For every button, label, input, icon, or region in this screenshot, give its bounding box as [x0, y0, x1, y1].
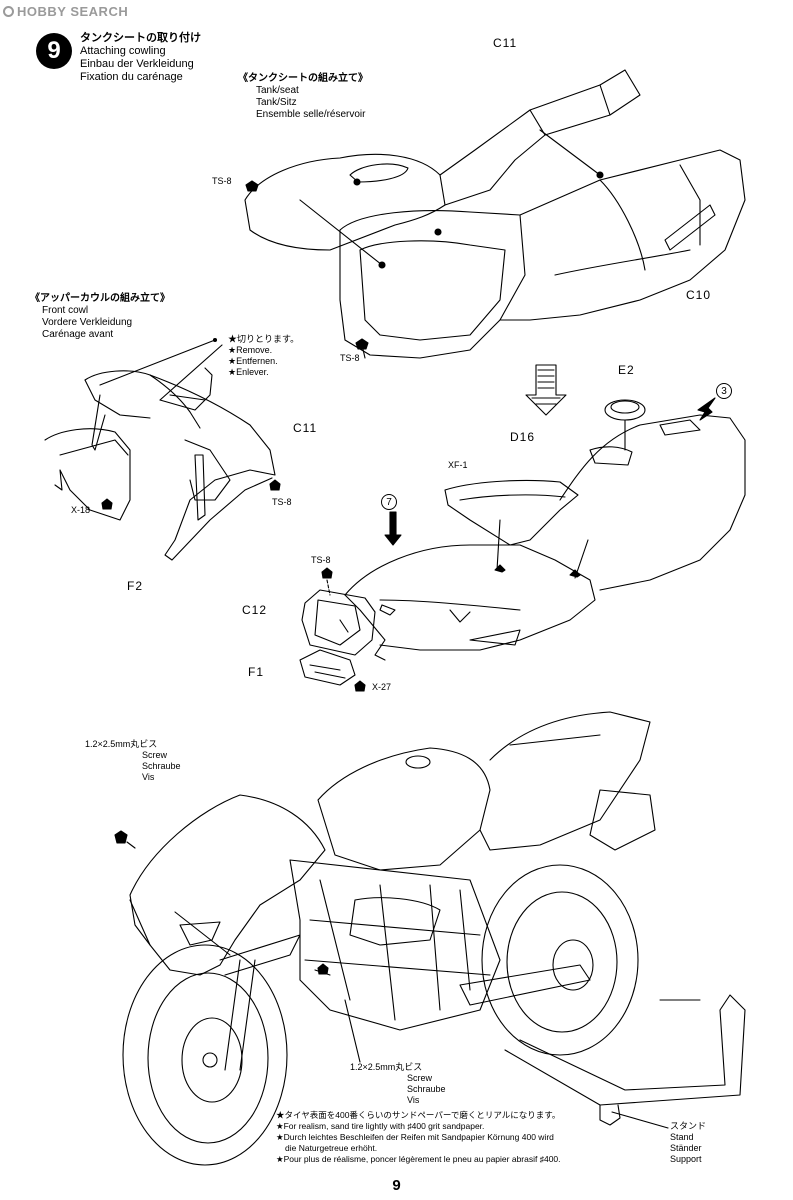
part-label-xf1: XF-1	[448, 460, 468, 470]
watermark-logo-icon	[3, 6, 14, 17]
screw-mid-size: 1.2×2.5mm丸ビス	[350, 1062, 423, 1072]
tire-note-fr: ★Pour plus de réalisme, poncer légèremen…	[276, 1154, 561, 1164]
down-arrow-icon	[525, 364, 567, 416]
part-label-f2: F2	[127, 579, 144, 593]
front-cowl-heading-jp: 《アッパーカウルの組み立て》	[30, 293, 170, 304]
screw-label-mid: 1.2×2.5mm丸ビス Screw Schraube Vis	[350, 1062, 446, 1106]
stand-jp: スタンド	[670, 1121, 707, 1131]
tire-note-de1: ★Durch leichtes Beschleifen der Reifen m…	[276, 1132, 554, 1142]
step-number-badge: 9	[36, 33, 72, 69]
tank-d16-assembly	[344, 414, 746, 661]
front-cowl-heading: 《アッパーカウルの組み立て》 Front cowl Vordere Verkle…	[30, 293, 170, 341]
screw-top-de: Schraube	[142, 761, 181, 771]
remove-note: ★切りとります。 ★Remove. ★Entfernen. ★Enlever.	[228, 334, 299, 378]
tire-note-de2: die Naturgetreue erhöht.	[285, 1143, 378, 1153]
tank-seat-fr: Ensemble selle/réservoir	[256, 109, 366, 120]
front-cowl-f2	[44, 337, 276, 561]
watermark: HOBBY SEARCH	[3, 4, 128, 19]
part-label-ts8-c: TS-8	[272, 497, 292, 507]
tank-cap-e2	[604, 399, 646, 451]
remove-note-de: ★Entfernen.	[228, 356, 278, 366]
stand-de: Ständer	[670, 1143, 702, 1153]
part-label-x27: X-27	[372, 682, 392, 692]
remove-note-en: ★Remove.	[228, 345, 273, 355]
part-label-e2: E2	[618, 363, 635, 377]
watermark-text: HOBBY SEARCH	[17, 4, 129, 19]
step-title-fr: Fixation du carénage	[80, 71, 183, 83]
part-label-d16: D16	[510, 430, 536, 444]
part-label-c11-top: C11	[493, 36, 518, 50]
step-ref-7: 7	[381, 494, 397, 510]
screw-top-size: 1.2×2.5mm丸ビス	[85, 739, 158, 749]
step-title-de: Einbau der Verkleidung	[80, 58, 194, 70]
stand-en: Stand	[670, 1132, 694, 1142]
part-label-c11-cowl: C11	[293, 421, 318, 435]
part-label-ts8-a: TS-8	[212, 176, 232, 186]
screw-mid-en: Screw	[407, 1073, 433, 1083]
step-title-en: Attaching cowling	[80, 45, 166, 57]
stand-fr: Support	[670, 1154, 702, 1164]
part-label-ts8-b: TS-8	[340, 353, 360, 363]
remove-note-jp: ★切りとります。	[228, 334, 300, 344]
screw-label-top: 1.2×2.5mm丸ビス Screw Schraube Vis	[85, 739, 181, 783]
tire-note-en: ★For realism, sand tire lightly with ♯40…	[276, 1121, 485, 1131]
screw-top-en: Screw	[142, 750, 168, 760]
bracket-f1	[299, 649, 366, 692]
tank-seat-heading-jp: 《タンクシートの組み立て》	[238, 73, 368, 84]
part-label-ts8-d: TS-8	[311, 555, 331, 565]
step-title: タンクシートの取り付け Attaching cowling Einbau der…	[80, 32, 201, 84]
tank-seat-heading: 《タンクシートの組み立て》 Tank/seat Tank/Sitz Ensemb…	[238, 73, 368, 121]
instrument-c12	[301, 567, 376, 656]
screw-mid-de: Schraube	[407, 1084, 446, 1094]
step-title-jp: タンクシートの取り付け	[80, 32, 201, 44]
tank-seat-shell-c11	[244, 69, 746, 359]
step-ref-3: 3	[716, 383, 732, 399]
part-label-c12: C12	[242, 603, 268, 617]
screw-top-fr: Vis	[142, 772, 155, 782]
stand-label: スタンド Stand Ständer Support	[670, 1121, 706, 1165]
part-label-f1: F1	[248, 665, 265, 679]
remove-note-fr: ★Enlever.	[228, 367, 269, 377]
tank-seat-en: Tank/seat	[256, 85, 299, 96]
part-label-c10: C10	[686, 288, 712, 302]
part-label-x18: X-18	[71, 505, 91, 515]
front-cowl-de: Vordere Verkleidung	[42, 317, 133, 328]
front-cowl-en: Front cowl	[42, 305, 89, 316]
tire-note-jp: ★タイヤ表面を400番くらいのサンドペーパーで磨くとリアルになります。	[276, 1110, 561, 1120]
page-number: 9	[392, 1177, 401, 1194]
screw-mid-fr: Vis	[407, 1095, 420, 1105]
tire-note: ★タイヤ表面を400番くらいのサンドペーパーで磨くとリアルになります。 ★For…	[276, 1110, 561, 1165]
front-cowl-fr: Carénage avant	[42, 329, 114, 340]
tank-seat-de: Tank/Sitz	[256, 97, 297, 108]
